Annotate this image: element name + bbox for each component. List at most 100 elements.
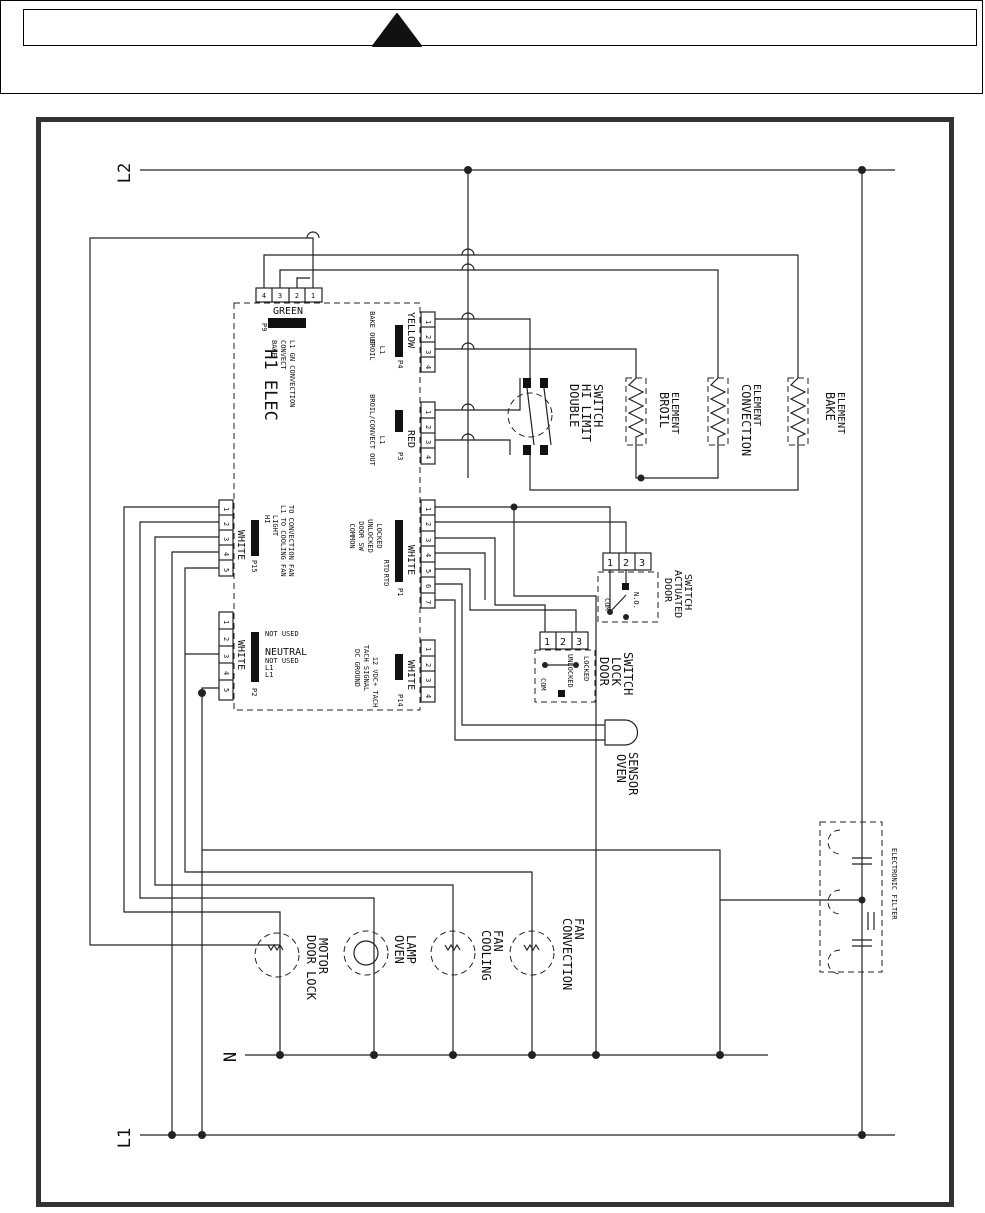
p15-label-2: LIGHT	[271, 515, 279, 537]
electronic-filter: ELECTRONIC FILTER	[720, 170, 898, 1135]
door-lock-switch: 1 2 3 UNLOCKED LOCKED COM DOOR LOCK SWIT…	[534, 631, 635, 703]
cooling-fan-label-1: COOLING	[479, 930, 493, 981]
dls-state-unlocked: UNLOCKED	[566, 654, 574, 688]
p14-label-3: 12 VDC+ TACH	[371, 657, 379, 708]
p3-id: P3	[396, 452, 404, 460]
p14-pin-4: 4	[424, 694, 432, 698]
dls-label-2: LOCK	[609, 657, 623, 687]
convection-element: CONVECTION ELEMENT	[707, 377, 762, 456]
p15-pin-5: 5	[222, 568, 230, 572]
electronic-filter-label: ELECTRONIC FILTER	[890, 848, 898, 920]
load-wiring	[123, 506, 721, 1135]
dls-pin-1: 1	[544, 637, 550, 648]
oven-lamp: OVEN LAMP	[343, 930, 418, 976]
p1-pin-6: 6	[424, 584, 432, 588]
p1-label-6: RTD	[382, 574, 390, 587]
cooling-fan-label-2: FAN	[491, 930, 505, 952]
p15-pin-1: 1	[222, 507, 230, 511]
p2-label-1: NOT USED	[265, 630, 299, 638]
p14-pin-1: 1	[424, 647, 432, 651]
oven-lamp-label-2: LAMP	[404, 935, 418, 964]
p9-pin-2: 2	[295, 292, 299, 300]
p14-pin-3: 3	[424, 678, 432, 682]
p1-pin-2: 2	[424, 522, 432, 526]
das-pin-2: 2	[623, 558, 629, 569]
p15-pin-2: 2	[222, 522, 230, 526]
dls-label-3: SWITCH	[621, 652, 635, 695]
bake-label-2: ELEMENT	[835, 392, 846, 434]
dls-pin-2: 2	[560, 637, 566, 648]
wire-crossovers	[306, 231, 475, 441]
broil-element: BROIL ELEMENT	[625, 377, 680, 446]
das-state-no: N.O.	[632, 592, 640, 609]
p9-desc-1: BAKE	[270, 340, 278, 357]
dls-pin-3: 3	[576, 637, 582, 648]
das-pin-3: 3	[639, 558, 645, 569]
bake-label-1: BAKE	[823, 392, 837, 421]
p4-pin-4: 4	[424, 365, 432, 369]
hi-limit-label-2: HI LIMIT	[579, 384, 593, 442]
p2-pin-3: 3	[222, 654, 230, 658]
das-state-com: COM	[603, 598, 611, 611]
p3-pin-1: 1	[424, 410, 432, 414]
p4-pin-3: 3	[424, 350, 432, 354]
p3-color: RED	[405, 430, 416, 448]
p2-id: P2	[250, 688, 258, 696]
p1-id: P1	[396, 588, 404, 596]
wiring-diagram-frame	[36, 117, 954, 1207]
das-label-1: DOOR	[662, 578, 673, 603]
p1-label-2: DOOR SW	[357, 521, 365, 551]
p9-desc-2: CONVECT	[279, 340, 287, 370]
das-pin-1: 1	[607, 558, 613, 569]
p14-label-2: TACH SIGNAL	[362, 645, 370, 691]
power-rails: L2 L1 N	[115, 163, 895, 1148]
p4-color: YELLOW	[405, 312, 416, 349]
p2-label-5: L1	[265, 671, 273, 679]
element-wiring	[435, 318, 799, 491]
p2-pin-5: 5	[222, 688, 230, 692]
door-actuated-switch: 1 2 3 COM N.O. DOOR ACTUATED SWITCH	[597, 552, 693, 623]
connector-p2: 1 2 3 4 5 WHITE P2 NOT USED NEUTRAL NOT …	[218, 611, 307, 701]
warning-box	[0, 0, 983, 94]
connector-p3: 1 2 3 4 RED P3 BROIL/CONVECT OUT L1	[368, 394, 436, 467]
p9-wiring	[89, 170, 799, 946]
p4-label-1: BAKE OUT	[368, 311, 376, 346]
warning-header-bar	[23, 9, 977, 46]
door-lock-motor: DOOR LOCK MOTOR	[254, 932, 330, 1001]
broil-label-2: ELEMENT	[669, 392, 680, 434]
p3-pin-4: 4	[424, 455, 432, 459]
bake-element: BAKE ELEMENT	[787, 377, 846, 446]
l2-label: L2	[115, 163, 135, 183]
convection-fan-label-1: CONVECTION	[560, 918, 574, 990]
p9-pin-4: 4	[262, 292, 266, 300]
p15-pin-3: 3	[222, 537, 230, 541]
das-label-2: ACTUATED	[672, 570, 683, 618]
p9-pin-1: 1	[311, 292, 315, 300]
p3-pin-3: 3	[424, 440, 432, 444]
convection-element-label-2: ELEMENT	[751, 384, 762, 426]
dls-state-locked: LOCKED	[582, 656, 590, 681]
das-label-3: SWITCH	[682, 574, 693, 610]
p15-label-1: HI	[263, 515, 271, 523]
p9-pin-3: 3	[278, 292, 282, 300]
dls-state-com: COM	[539, 678, 547, 691]
p2-pin-4: 4	[222, 671, 230, 675]
p4-label-2: BROIL	[368, 339, 376, 360]
p9-desc-3: L1 GN CONVECTION	[288, 340, 296, 407]
p4-pin-1: 1	[424, 320, 432, 324]
connector-p1: 1 2 3 4 5 6 7 WHITE P1 COMMON DOOR SW UN…	[348, 499, 436, 609]
p1-label-4: LOCKED	[375, 523, 383, 548]
door-lock-motor-label-1: DOOR LOCK	[304, 935, 318, 1001]
p1-pin-1: 1	[424, 507, 432, 511]
p1-pin-4: 4	[424, 553, 432, 557]
p4-label-3: L1	[378, 346, 386, 354]
p15-label-3: L1 TO COOLING FAN	[279, 505, 287, 577]
p1-pin-7: 7	[424, 600, 432, 604]
broil-label-1: BROIL	[657, 392, 671, 428]
convection-fan-label-2: FAN	[572, 918, 586, 940]
p14-pin-2: 2	[424, 663, 432, 667]
p1-wiring	[435, 503, 627, 1055]
p2-color: WHITE	[235, 640, 246, 670]
p2-label-3: NOT USED	[265, 657, 299, 665]
